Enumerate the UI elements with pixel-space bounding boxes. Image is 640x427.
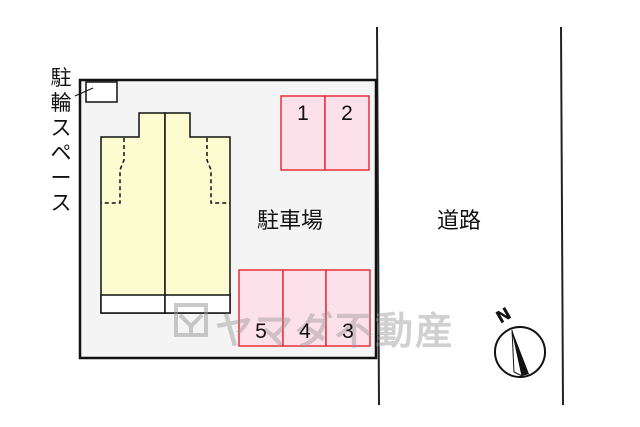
compass-icon: [494, 326, 546, 378]
parking-number-1: 1: [297, 102, 309, 125]
parking-label: 駐車場: [257, 209, 324, 234]
watermark-logo-icon: [174, 303, 208, 337]
parking-number-5: 5: [255, 320, 267, 343]
parking-space-2: [324, 95, 370, 171]
watermark-text: ヤマダ不動産: [215, 309, 456, 353]
parking-space-3: [325, 269, 371, 347]
road-label: 道路: [437, 209, 482, 234]
bike-space-box: [85, 81, 118, 103]
parking-space-5: [238, 269, 284, 347]
parking-number-3: 3: [342, 320, 354, 343]
bike-space-leader: [74, 87, 94, 97]
balcony-left: [100, 294, 166, 314]
parking-number-4: 4: [299, 320, 311, 343]
parking-number-2: 2: [341, 102, 353, 125]
road-edge-right: [560, 26, 564, 406]
stair-outline-left: [101, 138, 125, 204]
bike-space-label: 駐輪スペース: [50, 66, 72, 215]
building-unit-right: [164, 112, 231, 314]
stair-outline-right: [206, 138, 230, 204]
parking-space-4: [282, 269, 327, 347]
building-unit-left: [100, 112, 166, 314]
road-edge-left: [376, 26, 380, 406]
parking-space-1: [280, 95, 326, 171]
